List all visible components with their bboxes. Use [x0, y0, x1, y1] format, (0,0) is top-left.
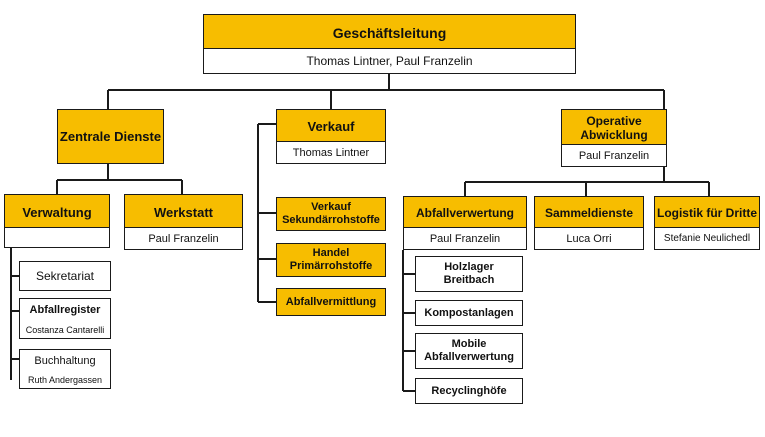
- node-title-line1: Handel: [312, 247, 350, 259]
- node-members: Costanza Cantarelli: [20, 321, 110, 338]
- node-sammeldienste: Sammeldienste Luca Orri: [534, 196, 644, 250]
- node-members: Thomas Lintner, Paul Franzelin: [204, 48, 575, 73]
- node-zentrale-dienste: Zentrale Dienste: [57, 109, 164, 164]
- node-abfallregister: Abfallregister Costanza Cantarelli: [19, 298, 111, 339]
- node-members: Paul Franzelin: [562, 144, 666, 166]
- node-members: Paul Franzelin: [404, 227, 526, 249]
- node-members: [5, 227, 109, 247]
- node-mobile-abfallverwertung: Mobile Abfallverwertung: [415, 333, 523, 369]
- node-title-line2: Sekundärrohstoffe: [282, 214, 380, 226]
- node-verkauf: Verkauf Thomas Lintner: [276, 109, 386, 164]
- node-holzlager-breitbach: Holzlager Breitbach: [415, 256, 523, 292]
- node-title: Logistik für Dritte: [655, 197, 759, 229]
- node-buchhaltung: Buchhaltung Ruth Andergassen: [19, 349, 111, 389]
- node-sekretariat: Sekretariat: [19, 261, 111, 291]
- node-title-line1: Operative: [586, 114, 642, 128]
- node-kompostanlagen: Kompostanlagen: [415, 300, 523, 326]
- node-members: Ruth Andergassen: [20, 371, 110, 388]
- node-members: Thomas Lintner: [277, 141, 385, 163]
- node-title: Operative Abwicklung: [562, 110, 666, 146]
- node-handel-primaerrohstoffe: Handel Primärrohstoffe: [276, 243, 386, 277]
- node-verkauf-sekundaerrohstoffe: Verkauf Sekundärrohstoffe: [276, 197, 386, 231]
- node-abfallvermittlung: Abfallvermittlung: [276, 288, 386, 316]
- node-title-line2: Abfallverwertung: [424, 351, 514, 363]
- node-abfallverwertung: Abfallverwertung Paul Franzelin: [403, 196, 527, 250]
- node-title: Sammeldienste: [535, 197, 643, 229]
- node-recyclinghoefe: Recyclinghöfe: [415, 378, 523, 404]
- node-werkstatt: Werkstatt Paul Franzelin: [124, 194, 243, 250]
- node-title-line2: Abwicklung: [580, 128, 648, 142]
- node-title: Buchhaltung: [20, 350, 110, 372]
- node-members: Paul Franzelin: [125, 227, 242, 249]
- node-operative-abwicklung: Operative Abwicklung Paul Franzelin: [561, 109, 667, 167]
- node-title-line2: Breitbach: [443, 274, 495, 286]
- node-title: Werkstatt: [125, 195, 242, 229]
- node-title-line2: Primärrohstoffe: [289, 260, 373, 272]
- node-title-line1: Mobile: [451, 338, 487, 350]
- node-title-line1: Verkauf: [311, 201, 351, 213]
- node-title: Geschäftsleitung: [204, 15, 575, 50]
- node-members: Luca Orri: [535, 227, 643, 249]
- node-logistik-fuer-dritte: Logistik für Dritte Stefanie Neulichedl: [654, 196, 760, 250]
- node-title: Abfallverwertung: [404, 197, 526, 229]
- node-members: Stefanie Neulichedl: [655, 227, 759, 249]
- node-title: Verkauf: [277, 110, 385, 143]
- node-geschaeftsleitung: Geschäftsleitung Thomas Lintner, Paul Fr…: [203, 14, 576, 74]
- node-verwaltung: Verwaltung: [4, 194, 110, 248]
- node-title: Verwaltung: [5, 195, 109, 229]
- node-title-line1: Holzlager: [444, 261, 494, 273]
- node-title: Abfallregister: [20, 299, 110, 322]
